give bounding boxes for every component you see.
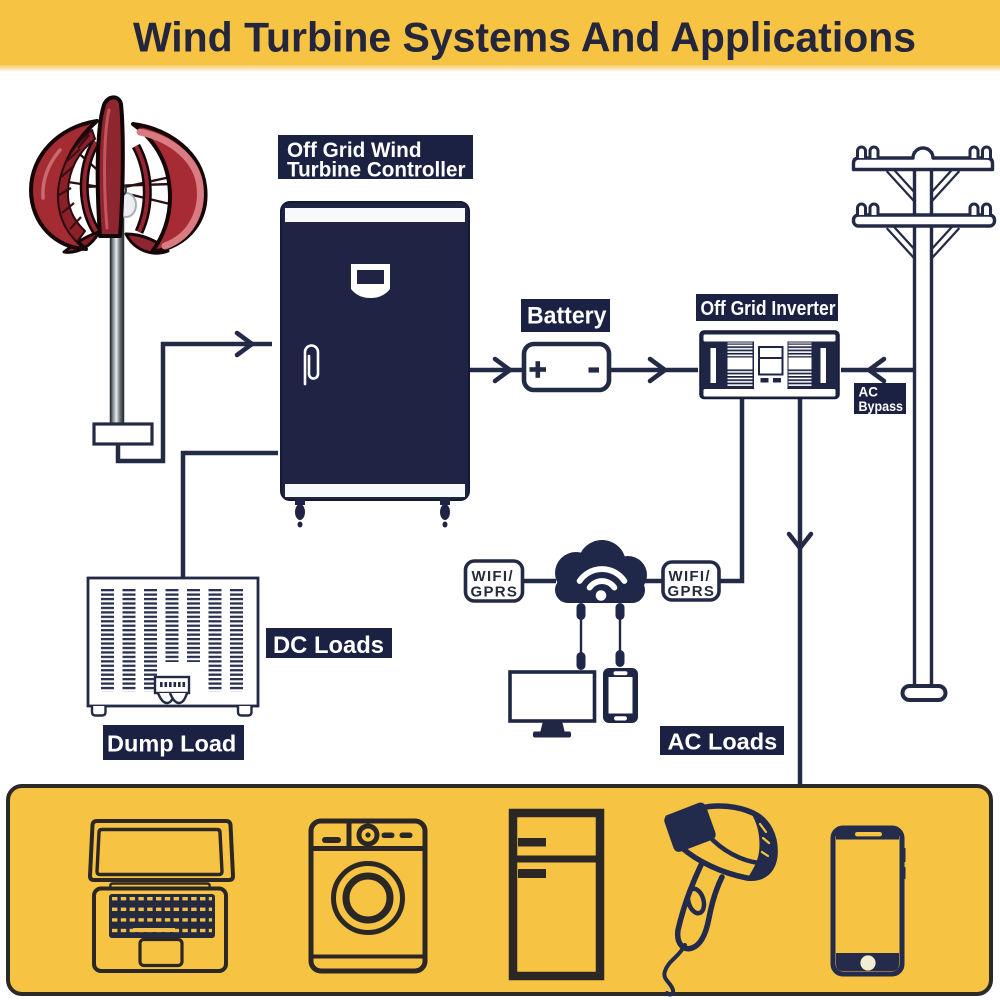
svg-text:GPRS: GPRS [668,583,716,600]
svg-text:AC: AC [859,385,879,400]
svg-text:DC Loads: DC Loads [273,632,384,659]
svg-text:Wind Turbine Systems And Appli: Wind Turbine Systems And Applications [133,14,916,61]
svg-text:Off Grid Wind: Off Grid Wind [287,139,422,162]
svg-text:Battery: Battery [527,303,607,330]
svg-text:Bypass: Bypass [859,399,904,414]
svg-text:Turbine Controller: Turbine Controller [287,159,466,182]
svg-text:Off Grid Inverter: Off Grid Inverter [701,298,836,320]
svg-text:Dump Load: Dump Load [107,731,236,757]
svg-text:WIFI/: WIFI/ [472,568,514,585]
svg-text:AC Loads: AC Loads [668,729,778,755]
svg-text:WIFI/: WIFI/ [669,568,711,585]
svg-text:GPRS: GPRS [471,584,519,601]
